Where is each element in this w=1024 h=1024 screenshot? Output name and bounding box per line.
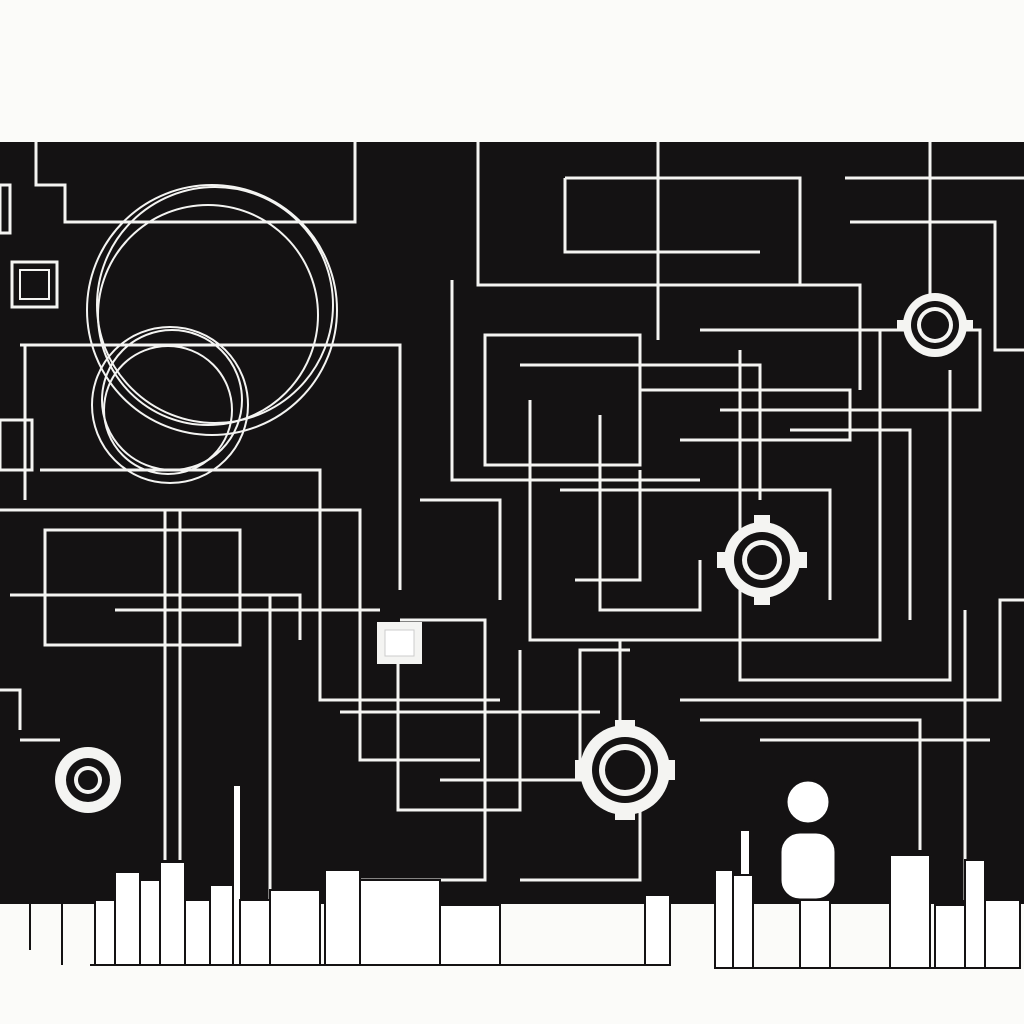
dark-panel [0, 142, 1024, 904]
gear-icon [55, 293, 973, 820]
chip-icon [0, 183, 422, 664]
ring-coil-icon [86, 184, 338, 484]
person-icon [778, 778, 838, 902]
bottom-bars [29, 770, 1021, 969]
